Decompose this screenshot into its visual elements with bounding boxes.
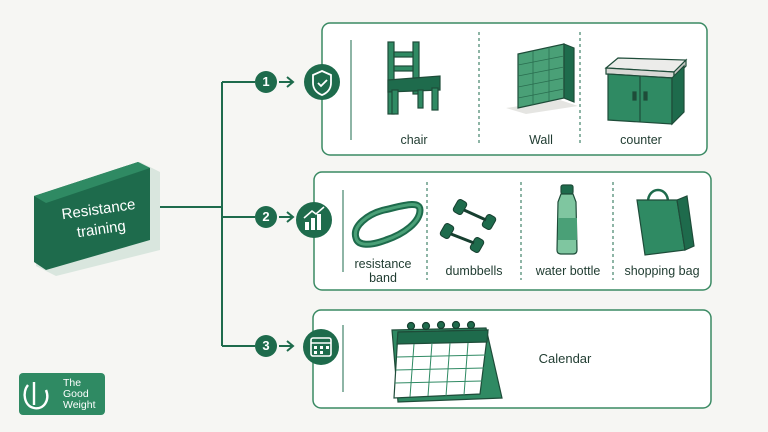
branch-3-box (312, 309, 712, 409)
item-label-water-bottle: water bottle (535, 264, 601, 278)
dividers (342, 32, 614, 392)
branch-1-number: 1 (255, 71, 277, 93)
shopping-bag-illustration (636, 188, 695, 256)
shield-check-icon (304, 64, 340, 100)
branch-2-number: 2 (255, 206, 277, 228)
item-label-dumbbells: dumbbells (445, 264, 503, 278)
item-label-chair: chair (400, 133, 428, 147)
item-label-calendar: Calendar (538, 351, 592, 366)
logo-line-1: The (63, 377, 82, 389)
chair-illustration (387, 41, 441, 115)
calendar-icon (303, 329, 339, 365)
item-label-shopping-bag: shopping bag (624, 264, 700, 278)
bar-chart-growth-icon (296, 202, 332, 238)
item-label-wall: Wall (529, 133, 553, 147)
item-label-counter: counter (620, 133, 662, 147)
water-bottle-illustration (556, 184, 578, 255)
wall-illustration (506, 43, 578, 114)
counter-illustration (604, 57, 688, 126)
branch-3-number: 3 (255, 335, 277, 357)
logo-text: The Good Weight (63, 378, 96, 411)
connector-lines (150, 76, 295, 352)
calendar-illustration (391, 320, 503, 403)
item-label-resistance-band: resistance band (354, 257, 412, 285)
logo-icon (19, 373, 105, 415)
logo-line-2: Good (63, 388, 89, 400)
resistance-band-illustration (351, 201, 424, 248)
logo-line-3: Weight (63, 399, 96, 411)
root-block (34, 162, 160, 276)
dumbbells-illustration (439, 199, 497, 253)
